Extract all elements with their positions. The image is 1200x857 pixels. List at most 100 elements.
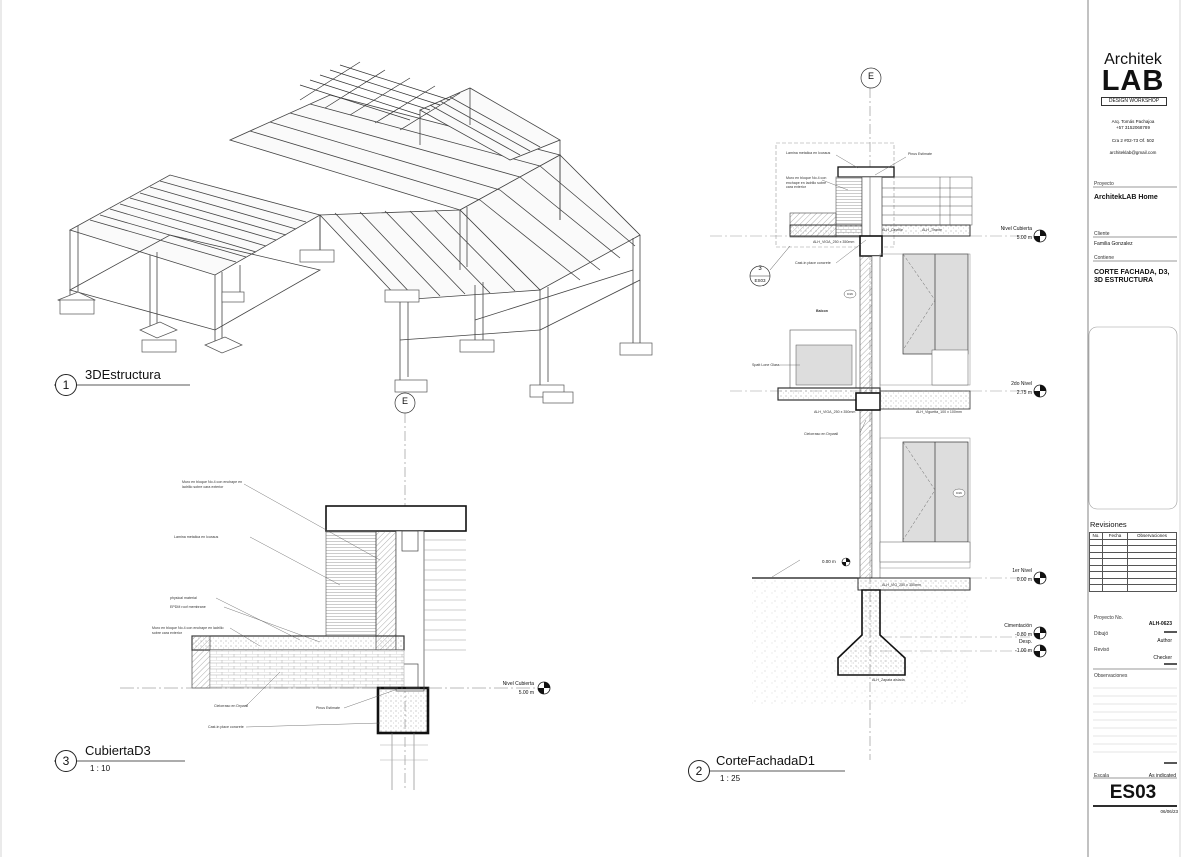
section-note-cinefile: ALH_Cinefile — [882, 228, 903, 232]
section-note-vig-ground: ALH_VIG_250 x 350mm — [882, 583, 921, 587]
section-note-tirante: ALH_Tirante — [922, 228, 943, 232]
section-note-zapata: ALH_Zapata aislada — [872, 678, 905, 682]
view1-number: 1 — [55, 374, 77, 396]
detail-roof-slab — [191, 635, 405, 651]
sheet-number: ES03 — [1109, 782, 1157, 803]
titleblock-stamp-area — [1088, 326, 1178, 510]
proyecto-label: Proyecto — [1094, 181, 1114, 187]
reviso-value: Checker — [1153, 655, 1172, 661]
detail-note-muro-top: Muro en bloque No.4 con enchape en ladri… — [182, 480, 243, 489]
section-note-pinus: Pinus Estimate — [908, 152, 932, 156]
callout-number: 3 — [758, 266, 762, 272]
isometric-structure — [57, 61, 653, 404]
dibujo-label: Dibujó — [1094, 631, 1109, 637]
section-window-upper — [902, 253, 969, 355]
logo-main: LAB — [1101, 65, 1165, 97]
callout-sheet: ES03 — [754, 278, 766, 283]
detail-note-lamina: Lamina metalica en Icussus — [174, 535, 219, 539]
grid-bubble-section — [860, 67, 882, 89]
view3-number: 3 — [55, 750, 77, 772]
section-note-lamina: Lamina metalica en Icussus — [786, 151, 831, 155]
section-note-cielorraso: Cielorraso en Drywall — [804, 432, 839, 436]
sheet-date: 06/06/23 — [1160, 809, 1178, 814]
structure-footings — [57, 249, 653, 404]
escala-label: Escala — [1094, 773, 1110, 779]
section-note-vigueta: ALH_Viguetta_100 x 100mm — [916, 410, 962, 414]
reviso-label: Revisó — [1094, 647, 1110, 653]
detail-level-elev: 5.00 m — [518, 690, 534, 696]
detail-cubierta — [120, 413, 551, 790]
view2-number: 2 — [688, 760, 710, 782]
detail-level-marker — [537, 681, 551, 695]
level-2do-elev: 2.75 m — [1016, 390, 1032, 396]
section-main-wall — [859, 255, 873, 579]
detail-top-slab — [325, 505, 467, 532]
detail-leaders — [215, 483, 396, 728]
contact-email: architeklab@gmail.com — [1109, 150, 1157, 155]
level-cimentacion-elev: -0.80 m — [1015, 632, 1032, 638]
level-cubierta-elev: 5.00 m — [1016, 235, 1032, 241]
contact-name: Arq. Tomás Pachajoa — [1111, 119, 1155, 124]
section-tag-1: D16 — [847, 292, 853, 296]
structure-pergola — [299, 61, 461, 131]
proyecto-no-label: Proyecto No. — [1094, 615, 1123, 621]
observaciones-label: Observaciones — [1094, 673, 1128, 679]
level-2do-name: 2do Nivel — [1011, 381, 1032, 387]
view3-title: CubiertaD3 — [85, 743, 151, 758]
revisiones-title: Revisiones — [1090, 520, 1127, 529]
dibujo-value: Author — [1157, 638, 1172, 644]
structure-wing-main — [228, 94, 641, 385]
structure-wing-left — [68, 174, 322, 345]
detail-note-pinus: Pinus Estimate — [316, 706, 340, 710]
section-note-cast: Cast-in place concrete — [795, 261, 831, 265]
section-note-viga-mid: ALH_VIGA_250 x 350mm — [814, 410, 856, 414]
detail-note-cast: Cast-in place concrete — [208, 725, 244, 729]
detail-note-physical: physical material — [170, 596, 197, 600]
corte-fachada — [710, 88, 1047, 760]
level-cubierta-name: Nivel Cubierta — [1000, 226, 1032, 232]
level-1er-name: 1er Nivel — [1012, 568, 1032, 574]
logo-sub: DESIGN WORKSHOP — [1101, 97, 1167, 106]
section-note-glass: Spatt Lone Glass — [752, 363, 780, 367]
logo-top: Architek — [1104, 51, 1162, 68]
grid-label-section: E — [867, 71, 874, 81]
revisions-table: No. Fecha Observaciones — [1089, 532, 1177, 592]
level-left-elev: 0.00 m — [822, 559, 836, 564]
section-note-viga-top: ALH_VIGA_250 x 350mm — [813, 240, 855, 244]
detail-level-name: Nivel Cubierta — [502, 681, 534, 687]
proyecto-value: ArchitekLAB Home — [1094, 194, 1158, 201]
contiene-line2: 3D ESTRUCTURA — [1094, 277, 1154, 284]
contact-phone: +57 3152068789 — [1116, 125, 1150, 130]
structure-tower-back — [419, 87, 561, 220]
level-desp-elev: -1.00 m — [1015, 648, 1032, 654]
section-note-balcon: Balcon — [816, 309, 828, 313]
section-level-markers — [841, 229, 1047, 658]
grid-bubble-detail — [394, 392, 416, 414]
level-desp-name: Desp. — [1018, 639, 1032, 645]
view3-scale: 1 : 10 — [90, 764, 111, 773]
section-footing — [837, 589, 906, 676]
detail-beam — [376, 686, 430, 735]
contiene-line1: CORTE FACHADA, D3, — [1094, 269, 1170, 276]
detail-note-muro-low: Muro en bloque No.4 con enchape en ladri… — [152, 626, 224, 635]
section-tag-2: D16 — [956, 491, 962, 495]
view2-scale: 1 : 25 — [720, 774, 741, 783]
detail-brick-wall — [325, 530, 377, 637]
detail-callout-boundary — [775, 142, 895, 248]
view1-title: 3DEstructura — [85, 367, 161, 382]
contiene-label: Contiene — [1094, 255, 1115, 261]
level-1er-elev: 0.00 m — [1016, 577, 1032, 583]
proyecto-no-value: ALH-0623 — [1148, 621, 1172, 627]
cliente-value: Familia Gonzalez — [1094, 241, 1133, 247]
detail-parapet — [191, 635, 211, 689]
level-cimentacion-name: Cimentación — [1004, 623, 1032, 629]
detail-note-cielorraso: Cielorraso en Drywall — [214, 704, 249, 708]
section-note-muro: Muro en bloque No.4 con enchape en ladri… — [786, 176, 827, 189]
detail-ceiling-block — [209, 649, 405, 689]
rev-col-observaciones: Observaciones — [1127, 532, 1177, 540]
contact-address: Cra 2 #02-73 Of. 502 — [1111, 138, 1155, 143]
grid-label-detail: E — [401, 396, 408, 406]
escala-value: As indicated — [1148, 773, 1176, 779]
